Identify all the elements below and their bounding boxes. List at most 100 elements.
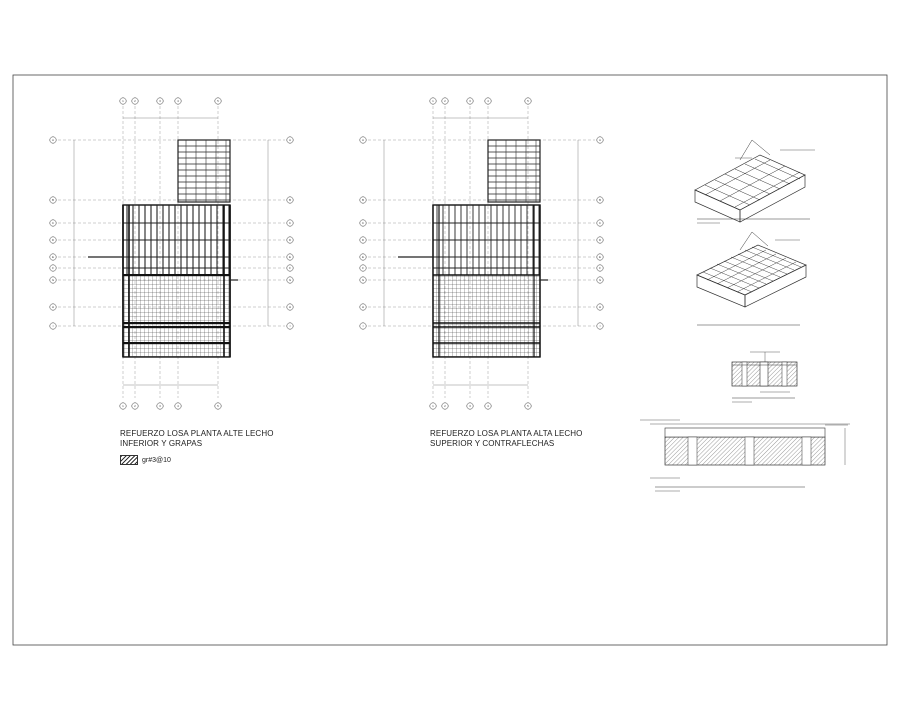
axis-bubble-bottom: [131, 402, 139, 410]
axis-bubble-label: F: [52, 266, 54, 270]
axis-bubble-label: A: [52, 138, 54, 142]
axis-bubble-top: [156, 97, 164, 105]
axis-bubble-top: [119, 97, 127, 105]
axis-bubble-bottom: [119, 402, 127, 410]
axis-bubble-right: [286, 196, 294, 204]
axis-bubble-right: [286, 253, 294, 261]
slab-mesh-zone: [432, 274, 541, 358]
axis-bubble-label: D: [362, 238, 365, 242]
axis-bubble-label: 3: [469, 404, 471, 408]
axis-bubble-right: [286, 264, 294, 272]
axis-bubble-label: G: [599, 278, 602, 282]
axis-bubble-label: B: [599, 198, 601, 202]
axis-bubble-right: [286, 303, 294, 311]
axis-bubble-label: 1: [432, 404, 434, 408]
slab-upper-wing: [487, 139, 541, 203]
slab-mesh-zone: [122, 274, 231, 358]
axis-bubble-left: [49, 196, 57, 204]
axis-bubble-label: H: [362, 305, 364, 309]
axis-bubble-label: I: [290, 324, 291, 328]
detail-section-1: [731, 351, 798, 403]
axis-bubble-right: [286, 136, 294, 144]
axis-bubble-label: 3: [469, 99, 471, 103]
axis-bubble-label: A: [362, 138, 364, 142]
axis-bubble-label: E: [289, 255, 291, 259]
plan-right-title: REFUERZO LOSA PLANTA ALTA LECHO SUPERIOR…: [430, 429, 582, 449]
axis-bubble-top: [441, 97, 449, 105]
axis-bubble-label: 5: [217, 404, 219, 408]
axis-bubble-right: [596, 196, 604, 204]
axis-bubble-left: [359, 322, 367, 330]
axis-bubble-left: [49, 322, 57, 330]
axis-bubble-label: C: [289, 221, 292, 225]
axis-bubble-left: [49, 253, 57, 261]
axis-bubble-left: [49, 264, 57, 272]
axis-bubble-top: [174, 97, 182, 105]
axis-bubble-label: 2: [444, 99, 446, 103]
axis-bubble-left: [359, 303, 367, 311]
detail-isometric-1: [694, 139, 815, 224]
axis-bubble-left: [49, 303, 57, 311]
axis-bubble-top: [131, 97, 139, 105]
plan-right-title-line2: SUPERIOR Y CONTRAFLECHAS: [430, 439, 555, 448]
axis-bubble-label: H: [599, 305, 601, 309]
axis-bubble-left: [359, 253, 367, 261]
axis-bubble-left: [49, 219, 57, 227]
axis-bubble-label: D: [289, 238, 292, 242]
axis-bubble-label: G: [289, 278, 292, 282]
axis-bubble-label: E: [362, 255, 364, 259]
axis-bubble-left: [359, 196, 367, 204]
axis-bubble-left: [49, 136, 57, 144]
axis-bubble-label: B: [289, 198, 291, 202]
axis-bubble-label: I: [53, 324, 54, 328]
axis-bubble-label: 5: [527, 404, 529, 408]
axis-bubble-label: H: [52, 305, 54, 309]
hatch-legend: gr#3@10: [120, 455, 171, 465]
axis-bubble-bottom: [441, 402, 449, 410]
axis-bubble-label: F: [599, 266, 601, 270]
axis-bubble-left: [49, 236, 57, 244]
axis-bubble-left: [359, 136, 367, 144]
axis-bubble-label: 1: [122, 99, 124, 103]
axis-bubble-bottom: [429, 402, 437, 410]
axis-bubble-right: [286, 236, 294, 244]
axis-bubble-label: 4: [487, 99, 489, 103]
axis-bubble-label: 4: [177, 99, 179, 103]
axis-bubble-right: [596, 236, 604, 244]
axis-bubble-label: B: [52, 198, 54, 202]
axis-bubble-right: [596, 303, 604, 311]
axis-bubble-label: D: [52, 238, 55, 242]
axis-bubble-right: [596, 219, 604, 227]
plan-right-title-line1: REFUERZO LOSA PLANTA ALTA LECHO: [430, 429, 583, 438]
axis-bubble-label: 2: [134, 404, 136, 408]
axis-bubble-label: 2: [134, 99, 136, 103]
axis-bubble-left: [359, 219, 367, 227]
axis-bubble-right: [286, 276, 294, 284]
axis-bubble-label: 4: [177, 404, 179, 408]
axis-bubble-label: H: [289, 305, 291, 309]
axis-bubble-label: F: [289, 266, 291, 270]
axis-bubble-bottom: [484, 402, 492, 410]
axis-bubble-left: [49, 276, 57, 284]
axis-bubble-label: 4: [487, 404, 489, 408]
axis-bubble-label: 5: [527, 99, 529, 103]
axis-bubble-top: [484, 97, 492, 105]
axis-bubble-left: [359, 264, 367, 272]
plan-left-title-line1: REFUERZO LOSA PLANTA ALTE LECHO: [120, 429, 274, 438]
axis-bubble-right: [596, 136, 604, 144]
slab-upper-wing: [177, 139, 231, 203]
axis-bubble-bottom: [156, 402, 164, 410]
plan-left-title-line2: INFERIOR Y GRAPAS: [120, 439, 203, 448]
axis-bubble-top: [466, 97, 474, 105]
axis-bubble-label: G: [362, 278, 365, 282]
axis-bubble-label: 3: [159, 99, 161, 103]
axis-bubble-top: [524, 97, 532, 105]
axis-bubble-label: 1: [122, 404, 124, 408]
hatch-swatch-icon: [120, 455, 138, 465]
axis-bubble-bottom: [466, 402, 474, 410]
axis-bubble-right: [286, 322, 294, 330]
axis-bubble-left: [359, 276, 367, 284]
